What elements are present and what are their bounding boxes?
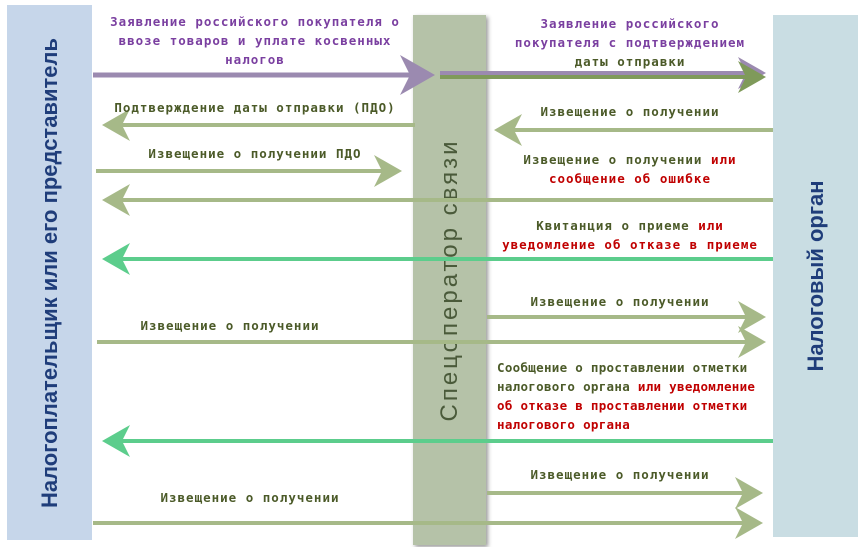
msg-application: Заявление российского покупателя о ввозе… — [110, 14, 400, 67]
msg-receipt-4: Извещение о получении — [530, 467, 710, 482]
msg-receipt-2: Извещение о получении — [530, 294, 710, 309]
msg-receipt-3: Извещение о получении — [140, 318, 320, 333]
msg-mark: Сообщение о проставлении отметки налогов… — [497, 360, 756, 432]
tax-authority-lane: Налоговый орган — [773, 15, 858, 537]
msg-receipt-5: Извещение о получении — [160, 490, 340, 505]
operator-lane: Спецоператор связи — [413, 15, 486, 545]
msg-receipt-1: Извещение о получении — [540, 104, 720, 119]
msg-pdo: Подтверждение даты отправки (ПДО) — [114, 100, 396, 115]
taxpayer-lane: Налогоплательщик или его представитель — [7, 5, 92, 540]
msg-receipt-pdo: Извещение о получении ПДО — [148, 146, 362, 161]
